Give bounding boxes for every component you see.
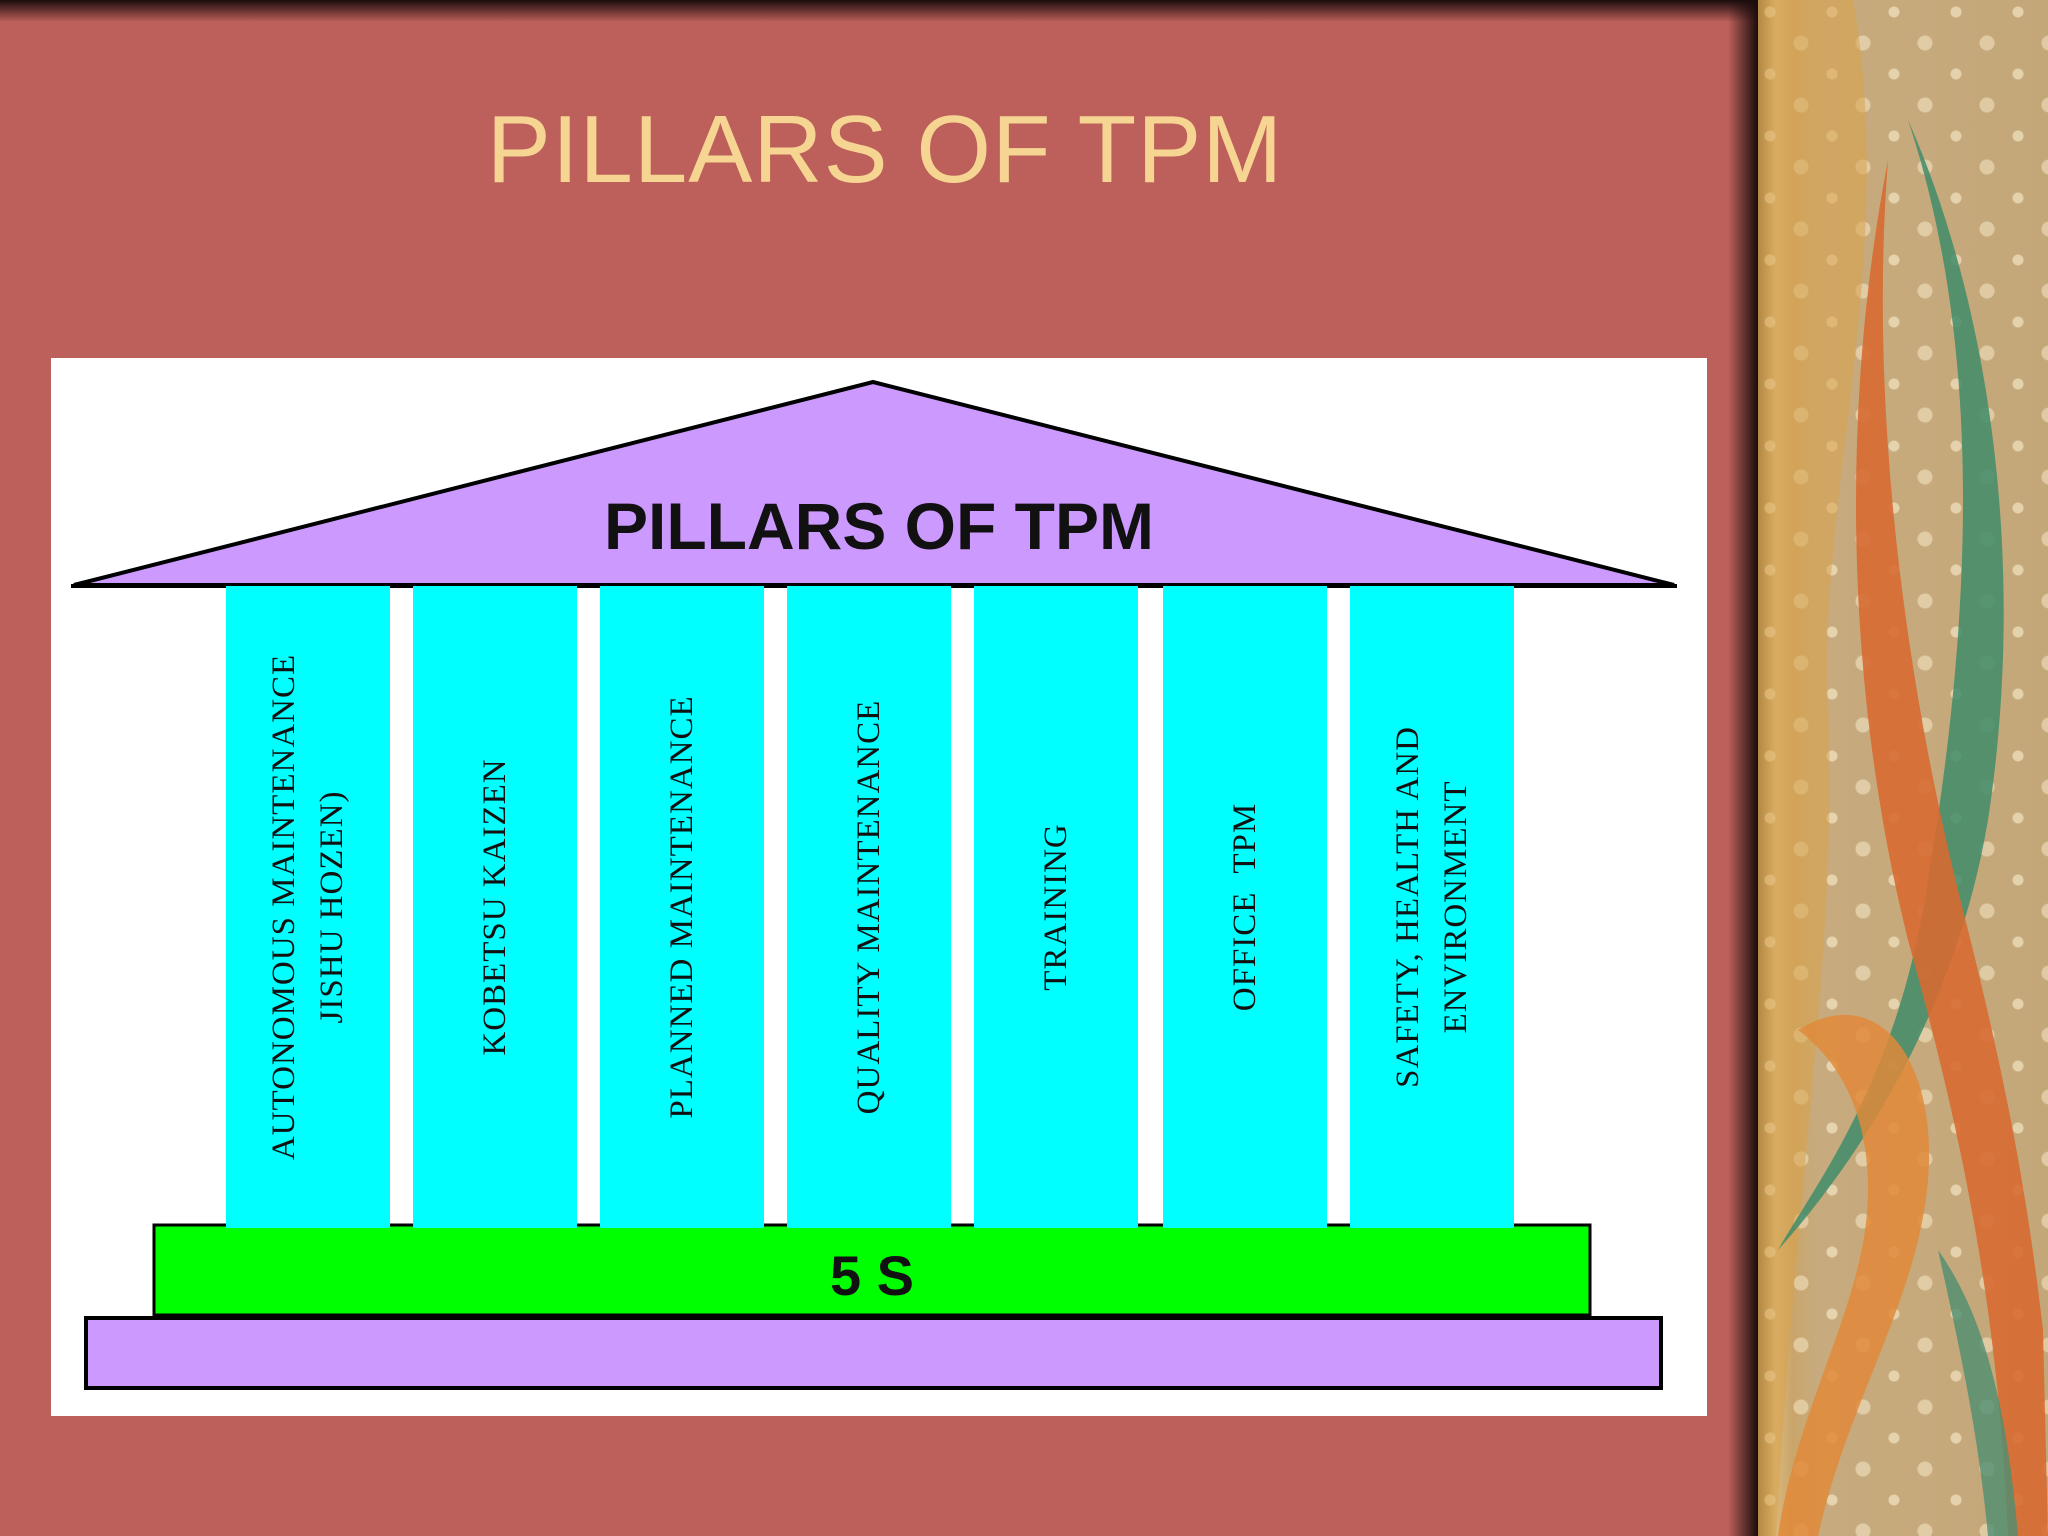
pillar-training: TRAINING	[974, 586, 1138, 1228]
pillar-label: AUTONOMOUS MAINTENANCE JISHU HOZEN)	[266, 653, 350, 1161]
five-s-band	[152, 1223, 1592, 1317]
pillar-kobetsu-kaizen: KOBETSU KAIZEN	[413, 586, 577, 1228]
pillar-label: TRAINING	[1038, 823, 1074, 991]
base-label: 5 S	[829, 1244, 915, 1307]
roof-label: PILLARS OF TPM	[604, 489, 1154, 563]
right-edge-shadow	[1728, 0, 1758, 1536]
pillar-label: SAFETY, HEALTH AND ENVIRONMENT	[1390, 726, 1474, 1088]
decorative-ribbons	[1758, 0, 2048, 1536]
pillar-safety-health-environment: SAFETY, HEALTH AND ENVIRONMENT	[1350, 586, 1514, 1228]
decorative-side-panel	[1758, 0, 2048, 1536]
pillar-label: QUALITY MAINTENANCE	[851, 699, 887, 1115]
top-edge-shadow	[0, 0, 1760, 22]
pillar-autonomous-maintenance: AUTONOMOUS MAINTENANCE JISHU HOZEN)	[226, 586, 390, 1228]
pillar-quality-maintenance: QUALITY MAINTENANCE	[787, 586, 951, 1228]
pillar-office-tpm: OFFICE TPM	[1163, 586, 1327, 1228]
pillar-label: OFFICE TPM	[1227, 802, 1263, 1012]
pillar-label: KOBETSU KAIZEN	[477, 758, 513, 1056]
pillar-planned-maintenance: PLANNED MAINTENANCE	[600, 586, 764, 1228]
diagram-structure	[71, 379, 1677, 1390]
pillar-label: PLANNED MAINTENANCE	[664, 695, 700, 1119]
page-title: PILLARS OF TPM	[486, 96, 1284, 203]
plinth	[84, 1316, 1663, 1390]
tpm-pillars-diagram: PILLARS OF TPM AUTONOMOUS MAINTENANCE JI…	[51, 358, 1707, 1416]
